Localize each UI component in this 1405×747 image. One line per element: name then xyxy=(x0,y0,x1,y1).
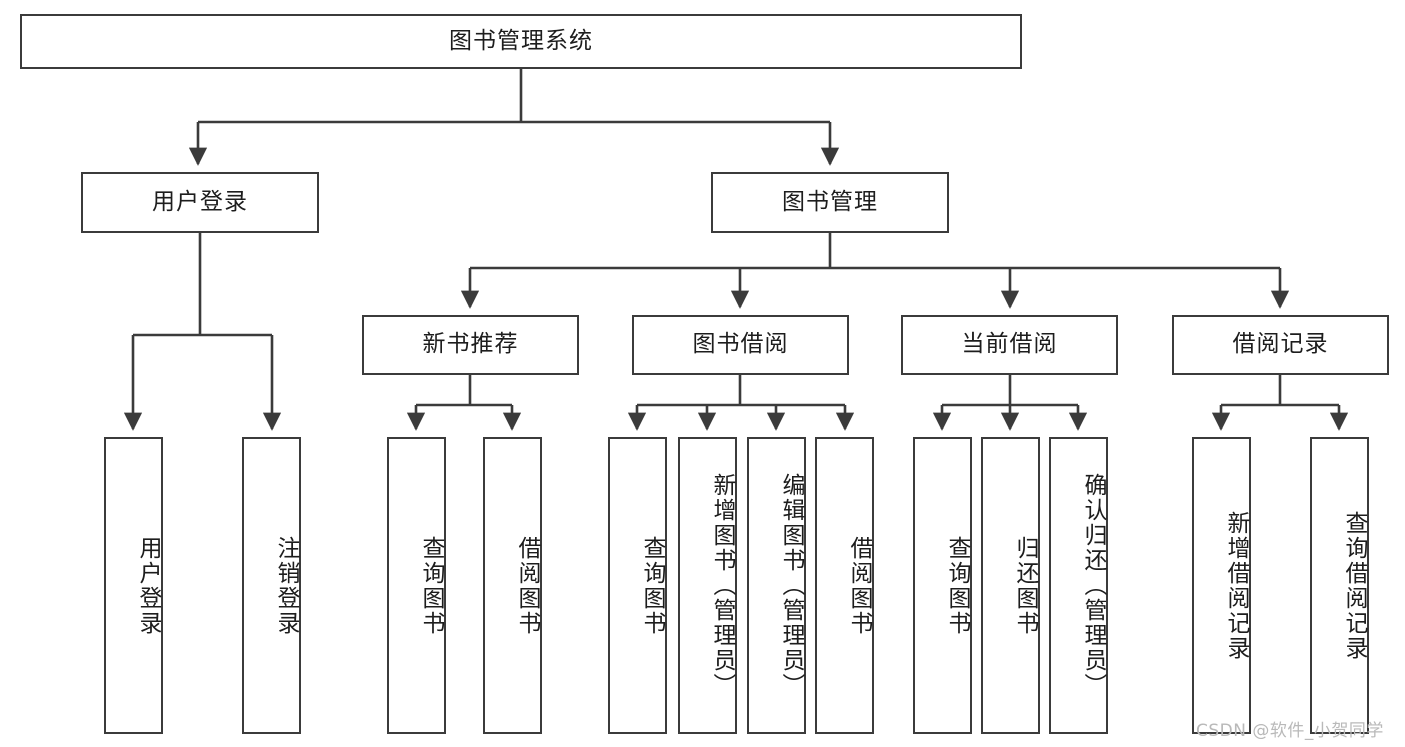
leaf-node[interactable]: 编辑图书（管理员） xyxy=(747,437,806,734)
node-book-borrow[interactable]: 图书借阅 xyxy=(632,315,849,375)
leaf-node-label: 新增借阅记录 xyxy=(1223,510,1249,661)
leaf-node-label: 借阅图书 xyxy=(514,535,540,636)
leaf-node-label: 查询图书 xyxy=(944,535,970,636)
leaf-node-label: 用户登录 xyxy=(135,535,161,636)
leaf-node[interactable]: 借阅图书 xyxy=(815,437,874,734)
leaf-node-label: 编辑图书（管理员） xyxy=(778,473,804,698)
node-book-management[interactable]: 图书管理 xyxy=(711,172,949,233)
node-user-login[interactable]: 用户登录 xyxy=(81,172,319,233)
watermark-text: CSDN @软件_小贺同学 xyxy=(1196,721,1384,741)
leaf-node[interactable]: 借阅图书 xyxy=(483,437,542,734)
node-book-management-label: 图书管理 xyxy=(782,188,878,215)
node-borrow-record[interactable]: 借阅记录 xyxy=(1172,315,1389,375)
node-root-label: 图书管理系统 xyxy=(449,27,593,54)
leaf-node[interactable]: 用户登录 xyxy=(104,437,163,734)
node-user-login-label: 用户登录 xyxy=(152,188,248,215)
leaf-node[interactable]: 新增图书（管理员） xyxy=(678,437,737,734)
leaf-node[interactable]: 注销登录 xyxy=(242,437,301,734)
node-new-book-recommend-label: 新书推荐 xyxy=(422,331,519,358)
leaf-node-label: 借阅图书 xyxy=(846,535,872,636)
leaf-node[interactable]: 确认归还（管理员） xyxy=(1049,437,1108,734)
leaf-node-label: 归还图书 xyxy=(1012,535,1038,636)
leaf-node[interactable]: 查询图书 xyxy=(608,437,667,734)
node-borrow-record-label: 借阅记录 xyxy=(1232,331,1329,358)
leaf-node-label: 查询图书 xyxy=(639,535,665,636)
leaf-node[interactable]: 查询图书 xyxy=(387,437,446,734)
leaf-node[interactable]: 新增借阅记录 xyxy=(1192,437,1251,734)
leaf-node-label: 查询图书 xyxy=(418,535,444,636)
leaf-node-label: 查询借阅记录 xyxy=(1341,510,1367,661)
node-root[interactable]: 图书管理系统 xyxy=(20,14,1022,69)
leaf-node-label: 注销登录 xyxy=(273,535,299,636)
leaf-node-label: 确认归还（管理员） xyxy=(1080,473,1106,698)
leaf-node[interactable]: 查询借阅记录 xyxy=(1310,437,1369,734)
node-current-borrow[interactable]: 当前借阅 xyxy=(901,315,1118,375)
node-book-borrow-label: 图书借阅 xyxy=(692,331,789,358)
leaf-node[interactable]: 归还图书 xyxy=(981,437,1040,734)
leaf-node[interactable]: 查询图书 xyxy=(913,437,972,734)
node-current-borrow-label: 当前借阅 xyxy=(961,331,1058,358)
leaf-node-label: 新增图书（管理员） xyxy=(709,473,735,698)
node-new-book-recommend[interactable]: 新书推荐 xyxy=(362,315,579,375)
